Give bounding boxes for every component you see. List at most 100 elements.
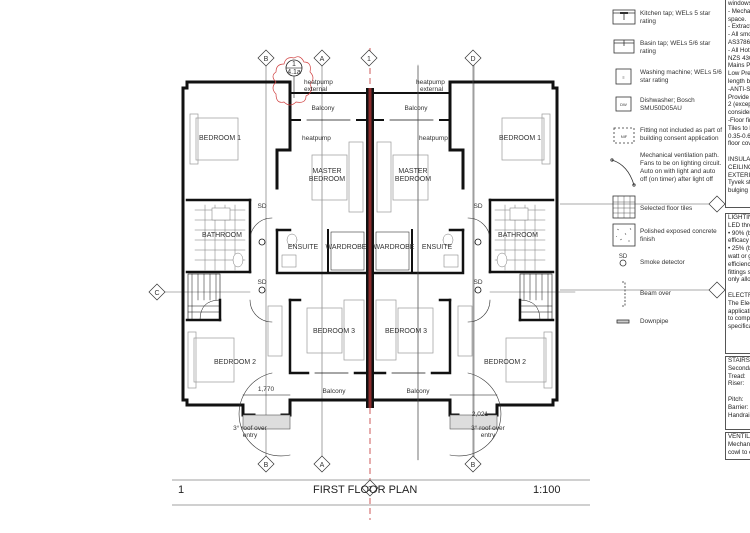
legend-smoke-detector: Smoke detector	[640, 259, 685, 266]
svg-text:B: B	[264, 56, 269, 63]
balcony-bottom: Balcony	[406, 388, 430, 395]
smoke-detector-icon: SD	[619, 254, 628, 267]
note-line: - Mechanic	[728, 7, 750, 15]
legend-washing-machine: Washing machine; WELs 5/6 star rating	[640, 69, 722, 84]
note-line: ELECTRIC	[728, 291, 750, 299]
note-line: Riser:	[728, 380, 745, 388]
smoke-detector-label: SD	[257, 203, 266, 210]
note-line: application	[728, 307, 750, 315]
mechanical-ventilation-icon	[610, 158, 636, 187]
heatpump: heatpump	[302, 135, 331, 142]
drawing-scale: 1:100	[533, 484, 561, 496]
room-wardrobe: WARDROBE	[326, 244, 367, 251]
legend-polished-concrete: Polished exposed concrete finish	[640, 228, 717, 243]
note-line: Tyvek stra	[728, 179, 750, 187]
grid-marker-b-bottom-right	[464, 455, 482, 473]
note-line: Provide A	[728, 93, 750, 101]
dimension: 1,770	[258, 386, 275, 393]
legend-floor-tiles: Selected floor tiles	[640, 205, 693, 212]
svg-text:B: B	[471, 462, 476, 469]
room-ensuite: ENSUITE	[422, 244, 453, 251]
fitting-not-included-icon: NIF	[613, 127, 635, 144]
note-line: STAIRS	[728, 357, 750, 364]
note-line: CEILINGS	[728, 163, 750, 171]
note-line: space.	[728, 15, 747, 23]
right-unit-walls	[371, 63, 577, 462]
note-line: Secondary	[728, 364, 750, 372]
note-line: bulging in	[728, 187, 750, 195]
floor-tiles-icon	[612, 195, 636, 219]
polished-concrete-icon	[612, 223, 636, 247]
room-bathroom: BATHROOM	[498, 232, 538, 239]
notes-general: windows.- Mechanicspace.- Extractor- All…	[725, 0, 750, 208]
svg-text:1: 1	[367, 56, 371, 63]
svg-text:4.1a: 4.1a	[287, 69, 301, 76]
note-line: fittings suc	[728, 268, 750, 276]
smoke-detector-label: SD	[257, 279, 266, 286]
grid-marker-right-1	[708, 195, 726, 213]
roof-note: 3° roof over	[471, 424, 506, 432]
note-line	[728, 284, 750, 292]
svg-text:BEDROOM: BEDROOM	[309, 176, 345, 183]
smoke-detector-label: SD	[473, 203, 482, 210]
party-wall-core	[368, 88, 372, 408]
note-line: AS3786 o	[728, 38, 750, 46]
grid-marker-1-top	[360, 49, 378, 67]
svg-text:entry: entry	[481, 432, 496, 439]
grid-marker-right-2	[708, 281, 726, 299]
room-ensuite: ENSUITE	[288, 244, 319, 251]
note-line: NZS 4305	[728, 54, 750, 62]
note-line: Mains Pre	[728, 62, 750, 70]
washing-machine-icon: ≡	[615, 68, 632, 85]
legend-fitting-not-included: Fitting not included as part of building…	[640, 127, 723, 142]
grid-marker-b-top	[257, 49, 275, 67]
note-line: INSULATI	[728, 155, 750, 163]
balcony-bottom: Balcony	[322, 388, 346, 395]
svg-text:C: C	[154, 290, 159, 297]
svg-text:D: D	[470, 56, 475, 63]
grid-marker-a-bottom	[313, 455, 331, 473]
balcony-top: Balcony	[404, 105, 428, 112]
note-line: efficacy of	[728, 237, 750, 245]
revision-cloud	[272, 56, 314, 106]
heatpump-external: heatpump	[416, 79, 445, 86]
room-bedroom-2: BEDROOM 2	[484, 359, 526, 366]
legend-kitchen-tap: Kitchen tap; WELs 5 star rating	[640, 10, 711, 25]
roof-note: 3° roof over	[233, 424, 268, 432]
left-unit-labels: BEDROOM 1 MASTER BEDROOM BATHROOM ENSUIT…	[199, 79, 367, 439]
legend-beam-over: Beam over	[640, 290, 671, 297]
room-master-bedroom: MASTER	[398, 168, 427, 175]
legend-downpipe: Downpipe	[640, 318, 669, 325]
dishwasher-icon: DW	[615, 96, 632, 112]
room-bathroom: BATHROOM	[202, 232, 242, 239]
room-bedroom-3: BEDROOM 3	[385, 328, 427, 335]
note-line: watt or gre	[728, 252, 750, 260]
note-line: only allow	[728, 276, 750, 284]
notes-ventilation: VENTILATMechanicacowl to ex	[725, 432, 750, 460]
note-line: 0.35-0.65	[728, 132, 750, 140]
note-line: The Electr	[728, 299, 750, 307]
svg-text:SD: SD	[619, 254, 628, 260]
note-line: considere	[728, 109, 750, 117]
dimension: 2,021	[472, 411, 489, 418]
svg-text:1: 1	[292, 61, 296, 68]
right-unit-labels: BEDROOM 1 MASTER BEDROOM BATHROOM ENSUIT…	[374, 79, 542, 439]
note-line: windows.	[728, 0, 750, 7]
notes-lighting-electrical: LIGHTINGLED throu• 90% (byefficacy of• 2…	[725, 213, 750, 354]
legend-mechanical-ventilation: Mechanical ventilation path. Fans to be …	[640, 152, 722, 183]
svg-text:entry: entry	[243, 432, 258, 439]
note-line: length bey	[728, 77, 750, 85]
note-line: efficiency	[728, 260, 750, 268]
svg-text:≡: ≡	[622, 75, 625, 80]
note-line	[728, 148, 750, 156]
notes-stairs: STAIRSSecondaryTread:Riser:Pitch:Barrier…	[725, 356, 750, 430]
heatpump: heatpump	[419, 135, 448, 142]
note-line: Handrail:	[728, 411, 750, 419]
legend-icons: ≡ DW NIF SD	[610, 9, 636, 324]
note-line: LED throu	[728, 221, 750, 229]
smoke-detector-label: SD	[473, 279, 482, 286]
note-line: Tread:	[728, 372, 746, 380]
basin-tap-icon	[613, 39, 635, 54]
svg-text:2: 2	[368, 486, 372, 493]
